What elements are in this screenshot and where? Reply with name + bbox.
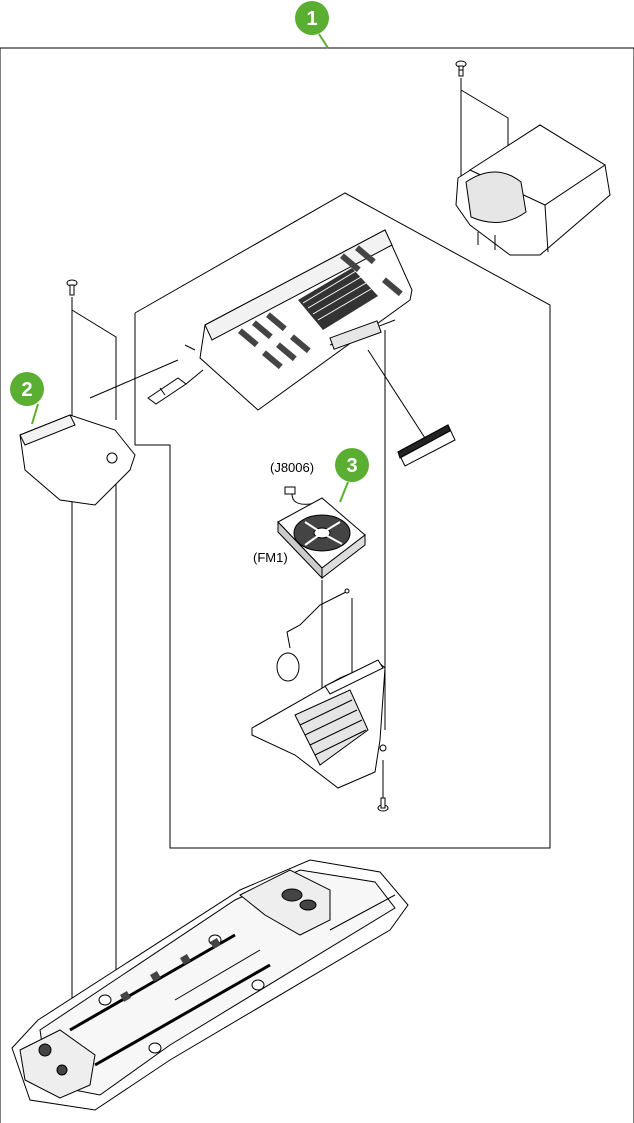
fan-label: (FM1) xyxy=(253,550,288,565)
screw-top-left xyxy=(67,280,77,295)
screw-top-right xyxy=(456,61,466,76)
leader-line-label-strip xyxy=(368,350,425,438)
left-side-cover xyxy=(20,415,135,505)
callout-2-number: 2 xyxy=(21,379,32,401)
callout-1-number: 1 xyxy=(306,8,317,30)
latch-part xyxy=(148,378,186,404)
top-cover xyxy=(200,230,412,410)
leader-lines-left xyxy=(72,297,116,1060)
label-strip xyxy=(398,425,455,466)
callout-3: 3 xyxy=(335,448,369,502)
fan xyxy=(278,498,365,578)
base-chassis xyxy=(12,860,408,1110)
fan-wire xyxy=(277,589,349,681)
fan-duct xyxy=(252,660,386,788)
connector-label: (J8006) xyxy=(270,460,314,475)
right-side-cover xyxy=(456,125,610,255)
leader-lines-latch xyxy=(185,345,203,384)
callout-1: 1 xyxy=(295,1,329,48)
callout-2: 2 xyxy=(10,372,44,424)
screw-duct xyxy=(378,798,388,811)
callout-3-number: 3 xyxy=(346,455,357,477)
